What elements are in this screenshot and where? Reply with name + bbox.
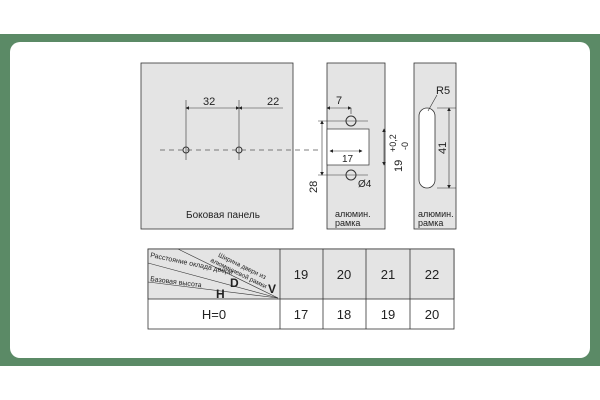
side-panel-label: Боковая панель xyxy=(186,210,260,221)
side-panel xyxy=(140,62,294,230)
dim-32: 32 xyxy=(203,96,215,108)
side-frame-label-1: алюмин. xyxy=(418,209,454,219)
column-header: 22 xyxy=(425,267,439,282)
column-header: 21 xyxy=(381,267,395,282)
column-header: 19 xyxy=(294,267,308,282)
column-header: 20 xyxy=(337,267,351,282)
green-frame xyxy=(0,34,600,366)
header-v-letter: V xyxy=(268,282,276,296)
table-cell: 19 xyxy=(381,307,395,322)
table-cell: 20 xyxy=(425,307,439,322)
dim-28: 28 xyxy=(308,181,320,193)
hole-diameter: Ø4 xyxy=(358,179,372,190)
dimension-table: V Расстояние оклада двери D Базовая высо… xyxy=(147,248,455,330)
dim-41: 41 xyxy=(437,142,449,154)
frame-label-1: алюмин. xyxy=(335,209,371,219)
tolerance-plus: +0,2 xyxy=(388,134,398,152)
dim-22: 22 xyxy=(267,96,279,108)
row-label: H=0 xyxy=(202,307,226,322)
table-cell: 18 xyxy=(337,307,351,322)
dim-19: 19 xyxy=(393,160,405,172)
tolerance-minus: -0 xyxy=(400,142,410,150)
header-h-letter: H xyxy=(216,287,225,301)
frame-label-2: рамка xyxy=(335,218,360,228)
side-frame-label-2: рамка xyxy=(418,218,443,228)
radius-r5: R5 xyxy=(436,85,450,97)
table-cell: 17 xyxy=(294,307,308,322)
header-d-letter: D xyxy=(230,276,239,290)
dim-7: 7 xyxy=(336,95,342,107)
dim-17: 17 xyxy=(342,154,354,165)
